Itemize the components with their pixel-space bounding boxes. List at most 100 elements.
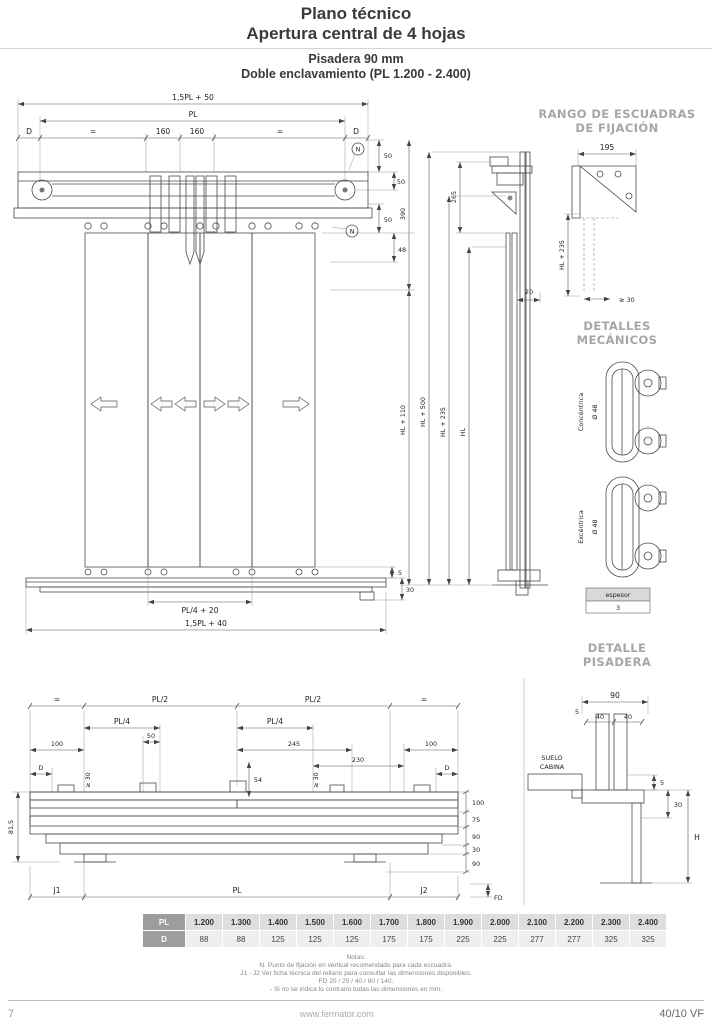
roller [634, 369, 662, 397]
sill-support [631, 802, 642, 884]
table-cell: 2.000 [482, 914, 518, 930]
table-cell: 1.500 [297, 914, 333, 930]
header-divider [0, 48, 712, 49]
dim-label: 90 [610, 691, 620, 700]
dim-label: 1,5PL + 40 [185, 619, 227, 628]
table-cell: 125 [297, 931, 333, 947]
page-subtitle: Apertura central de 4 hojas [246, 24, 466, 43]
table-cell: 1.600 [334, 914, 370, 930]
table-value: 3 [616, 604, 620, 612]
support-foot [353, 853, 377, 863]
website-link[interactable]: www.fermator.com [299, 1009, 374, 1019]
dim-label: HL + 110 [399, 405, 407, 435]
marker-label: N [350, 228, 355, 236]
dim-label: H [694, 833, 700, 842]
spec-line-1: Pisadera 90 mm [308, 52, 404, 66]
dim-label: 50 [397, 178, 405, 186]
plan-view: = PL/2 PL/2 = PL/4 PL/4 100 50 245 100 2… [7, 695, 503, 902]
dim-label: D [353, 127, 359, 136]
table-cell: 1.800 [408, 914, 444, 930]
lock-blade [185, 175, 195, 266]
page-title: Plano técnico [300, 4, 412, 23]
table-cell: 2.400 [630, 914, 666, 930]
note-line: FD 20 / 25 / 40 / 60 / 140. [318, 978, 394, 985]
table-cell: 2.100 [519, 914, 555, 930]
dim-label: PL/4 [267, 717, 283, 726]
dim-label: PL/2 [305, 695, 321, 704]
table-cell: 1.300 [223, 914, 259, 930]
hanger-plate [168, 175, 181, 233]
dim-label: 100 [472, 799, 484, 807]
dim-label: 100 [425, 740, 437, 748]
cabin-floor-label: SUELO [541, 754, 562, 762]
dim-label: FD [494, 894, 503, 902]
table-label: espesor [605, 591, 630, 599]
dim-label: D [39, 764, 44, 772]
arrow-right-icon [227, 396, 250, 412]
arrow-right-icon [282, 396, 310, 412]
dimensions-table: PL 1.200 1.300 1.400 1.500 1.600 1.700 1… [142, 913, 667, 948]
arrow-left-icon [150, 396, 173, 412]
dim-label: J1 [52, 886, 60, 895]
section-title: DE FIJACIÓN [575, 120, 658, 135]
dim-label: 5 [660, 779, 664, 787]
opening-direction-arrows [90, 396, 310, 412]
table-cell: 125 [334, 931, 370, 947]
dim-label: 30 [674, 801, 682, 809]
door-panel-outer-right [251, 232, 316, 568]
dim-label: ≥ 30 [619, 296, 635, 304]
lock-component [57, 784, 75, 793]
sill-detail: DETALLE PISADERA 90 5 40 40 SUELO CABINA [523, 641, 700, 905]
dim-label: HL + 235 [439, 407, 447, 437]
hanger-plate [149, 175, 162, 233]
table-cell: 225 [482, 931, 518, 947]
fixing-bracket [490, 191, 517, 215]
notes-title: Notas: [346, 954, 366, 961]
table-cell: 175 [408, 931, 444, 947]
hanger-plate [205, 175, 218, 233]
dim-label: ≥ 30 [312, 772, 320, 788]
table-header-d: D [143, 931, 185, 947]
table-cell: 88 [186, 931, 222, 947]
dim-label: J2 [419, 886, 427, 895]
door-operator-track [17, 171, 369, 209]
detail-label: Excéntrica [577, 510, 585, 544]
table-cell: 175 [371, 931, 407, 947]
panel-section [595, 713, 610, 791]
dim-label: 390 [399, 208, 407, 220]
table-header-pl: PL [143, 914, 185, 930]
dim-label: Ø 48 [591, 519, 599, 534]
table-row-d: D 88 88 125 125 125 175 175 225 225 277 … [143, 931, 666, 947]
bracket-triangle [578, 165, 637, 213]
section-title: DETALLE [588, 641, 647, 655]
dim-label: 40 [596, 713, 604, 721]
dim-label: PL/2 [152, 695, 168, 704]
dim-label: HL + 500 [419, 397, 427, 427]
dim-label: 30 [406, 586, 414, 594]
belt-pulley [334, 179, 356, 201]
dim-label: 20 [525, 288, 533, 296]
table-cell: 1.700 [371, 914, 407, 930]
roller [634, 484, 662, 512]
dim-label: 48 [398, 246, 406, 254]
dim-label: PL [189, 110, 199, 119]
lock-component [139, 782, 157, 793]
table-cell: 88 [223, 931, 259, 947]
dim-label: 245 [288, 740, 300, 748]
page-header: Plano técnico Apertura central de 4 hoja… [0, 4, 712, 82]
belt-pulley [31, 179, 53, 201]
cabin-floor-label: CABINA [540, 763, 565, 771]
roller [634, 542, 662, 570]
support-foot [83, 853, 107, 863]
dim-label: 90 [472, 860, 480, 868]
roller [634, 427, 662, 455]
sill-plan-body [29, 791, 459, 835]
dim-label: 50 [384, 216, 392, 224]
note-line: - Si no se indica lo contrario todas las… [269, 986, 443, 993]
dim-label: 75 [472, 816, 480, 824]
document-reference: 40/10 VF [659, 1008, 704, 1020]
sill-section [497, 569, 541, 582]
dim-label: Ø 48 [591, 404, 599, 419]
lock-component [229, 780, 247, 793]
